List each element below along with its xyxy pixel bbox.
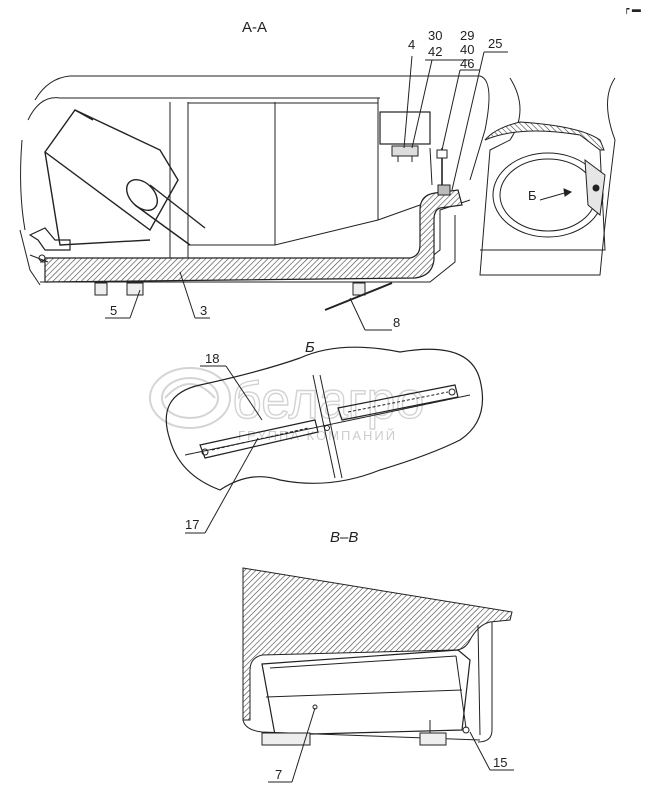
callout-40: 40 (460, 42, 474, 57)
section-title-b: Б (305, 339, 315, 356)
vent-slot-left (199, 419, 319, 459)
watermark: белагро ГРУППА КОМПАНИЙ (149, 367, 425, 443)
storage-box (261, 649, 471, 736)
callout-18: 18 (205, 351, 219, 366)
callout-8: 8 (393, 315, 400, 330)
watermark-logo-icon (149, 367, 231, 429)
callout-15: 15 (493, 755, 507, 770)
callout-25: 25 (488, 36, 502, 51)
view-marker-b: Б (528, 188, 537, 203)
callout-46: 46 (460, 56, 474, 71)
detail-arch (479, 77, 616, 276)
callout-3: 3 (200, 303, 207, 318)
callout-17: 17 (185, 517, 199, 532)
callout-29: 29 (460, 28, 474, 43)
vent-slot-right (337, 384, 459, 421)
callout-4: 4 (408, 37, 415, 52)
view-vv (242, 567, 514, 783)
section-title-aa: А-А (242, 19, 267, 36)
callout-5: 5 (110, 303, 117, 318)
battery-icon (44, 109, 206, 246)
callout-7: 7 (275, 767, 282, 782)
callout-42: 42 (428, 44, 442, 59)
corner-mark: ┍ ▬ (624, 4, 641, 15)
view-aa (19, 51, 616, 331)
callout-30: 30 (428, 28, 442, 43)
section-title-vv: В–В (330, 529, 358, 546)
floor-insulation (44, 189, 463, 283)
watermark-name: белагро (232, 372, 424, 430)
watermark-tagline: ГРУППА КОМПАНИЙ (238, 428, 397, 443)
view-b (165, 346, 484, 534)
